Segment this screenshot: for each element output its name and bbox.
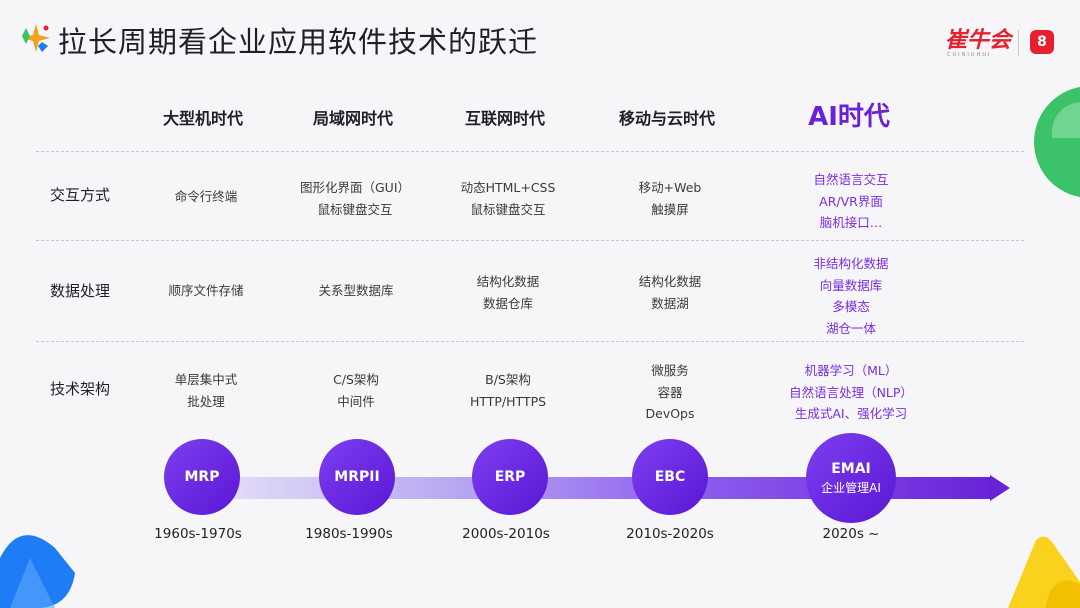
timeline-node-mrpii: MRPII [319, 439, 395, 515]
table-cell: 自然语言交互 AR/VR界面 脑机接口… [771, 169, 931, 234]
cell-line: 图形化界面（GUI） [299, 180, 411, 195]
decor-yellow-shape [1008, 536, 1080, 608]
cell-line: 数据湖 [651, 295, 689, 311]
cell-line: 结构化数据 [476, 274, 540, 289]
era-heading-lan: 局域网时代 [312, 109, 393, 128]
cell-line: 数据仓库 [482, 295, 533, 311]
timeline-node-ebc: EBC [632, 439, 708, 515]
timeline-node-emai: EMAI 企业管理AI [806, 433, 896, 523]
table-cell: 顺序文件存储 [126, 280, 286, 302]
brand-logo-subtitle: CUINIUHUI [947, 52, 992, 58]
table-cell: 命令行终端 [126, 186, 286, 208]
row-divider [36, 341, 1024, 342]
page-title: 拉长周期看企业应用软件技术的跃迁 [58, 25, 539, 59]
table-cell: 结构化数据 数据湖 [590, 271, 750, 314]
cell-line: 结构化数据 [638, 274, 702, 289]
cell-line: 关系型数据库 [318, 283, 394, 298]
table-cell: 关系型数据库 [276, 280, 436, 302]
logo-sparkle-icon [22, 24, 50, 52]
cell-line: 湖仓一体 [825, 320, 876, 336]
brand-badge-icon: 8 [1030, 30, 1054, 54]
table-cell: C/S架构 中间件 [276, 369, 436, 412]
cell-line: 向量数据库 [819, 277, 883, 293]
cell-line: 微服务 [651, 363, 689, 378]
cell-line: 容器 [657, 384, 683, 400]
row-label-interaction: 交互方式 [50, 186, 111, 204]
table-cell: 机器学习（ML） 自然语言处理（NLP） 生成式AI、强化学习 [771, 360, 931, 425]
cell-line: 鼠标键盘交互 [317, 201, 393, 217]
table-cell: B/S架构 HTTP/HTTPS [428, 369, 588, 412]
cell-line: B/S架构 [485, 372, 531, 387]
cell-line: 自然语言交互 [813, 172, 889, 187]
cell-line: DevOps [645, 406, 695, 421]
row-divider [36, 151, 1024, 152]
timeline-node-mrp: MRP [164, 439, 240, 515]
period-label: 2020s ~ [822, 526, 880, 542]
brand-logo: 崔牛会 [945, 28, 1012, 53]
brand-separator [1018, 30, 1019, 56]
period-label: 2000s-2010s [462, 526, 550, 542]
cell-line: 批处理 [187, 393, 225, 409]
row-divider [36, 240, 1024, 241]
era-heading-internet: 互联网时代 [464, 109, 545, 128]
cell-line: 动态HTML+CSS [460, 180, 556, 195]
table-cell: 非结构化数据 向量数据库 多模态 湖仓一体 [771, 253, 931, 339]
table-cell: 结构化数据 数据仓库 [428, 271, 588, 314]
cell-line: 多模态 [832, 299, 870, 314]
cell-line: 脑机接口… [819, 215, 883, 230]
table-cell: 动态HTML+CSS 鼠标键盘交互 [428, 177, 588, 220]
table-cell: 微服务 容器 DevOps [590, 360, 750, 425]
table-cell: 移动+Web 触摸屏 [590, 177, 750, 220]
node-label: EMAI [831, 460, 871, 477]
cell-line: 顺序文件存储 [168, 283, 244, 298]
decor-blue-shape [0, 535, 75, 608]
cell-line: 非结构化数据 [813, 256, 889, 271]
cell-line: 触摸屏 [651, 201, 689, 217]
era-heading-ai: AI时代 [808, 102, 890, 132]
cell-line: 移动+Web [638, 180, 702, 195]
node-label: EBC [654, 469, 686, 485]
cell-line: AR/VR界面 [819, 193, 883, 209]
row-label-architecture: 技术架构 [50, 380, 111, 398]
row-label-data: 数据处理 [50, 282, 111, 300]
node-label: ERP [494, 469, 526, 485]
cell-line: 单层集中式 [174, 372, 238, 387]
era-heading-mobile-cloud: 移动与云时代 [618, 109, 715, 128]
cell-line: 自然语言处理（NLP） [789, 384, 913, 400]
cell-line: 鼠标键盘交互 [470, 201, 546, 217]
period-label: 1960s-1970s [154, 526, 242, 542]
table-cell: 单层集中式 批处理 [126, 369, 286, 412]
node-label: MRP [184, 469, 220, 485]
node-label: MRPII [334, 469, 380, 485]
cell-line: 命令行终端 [174, 189, 238, 204]
timeline-node-erp: ERP [472, 439, 548, 515]
cell-line: 中间件 [337, 393, 375, 409]
period-label: 2010s-2020s [626, 526, 714, 542]
era-heading-mainframe: 大型机时代 [162, 109, 243, 128]
cell-line: C/S架构 [333, 372, 379, 387]
timeline-arrow-head [990, 475, 1010, 501]
cell-line: 机器学习（ML） [804, 363, 898, 378]
table-cell: 图形化界面（GUI） 鼠标键盘交互 [275, 177, 435, 220]
cell-line: HTTP/HTTPS [469, 393, 547, 409]
cell-line: 生成式AI、强化学习 [794, 406, 908, 421]
node-sublabel: 企业管理AI [821, 480, 881, 495]
period-label: 1980s-1990s [305, 526, 393, 542]
